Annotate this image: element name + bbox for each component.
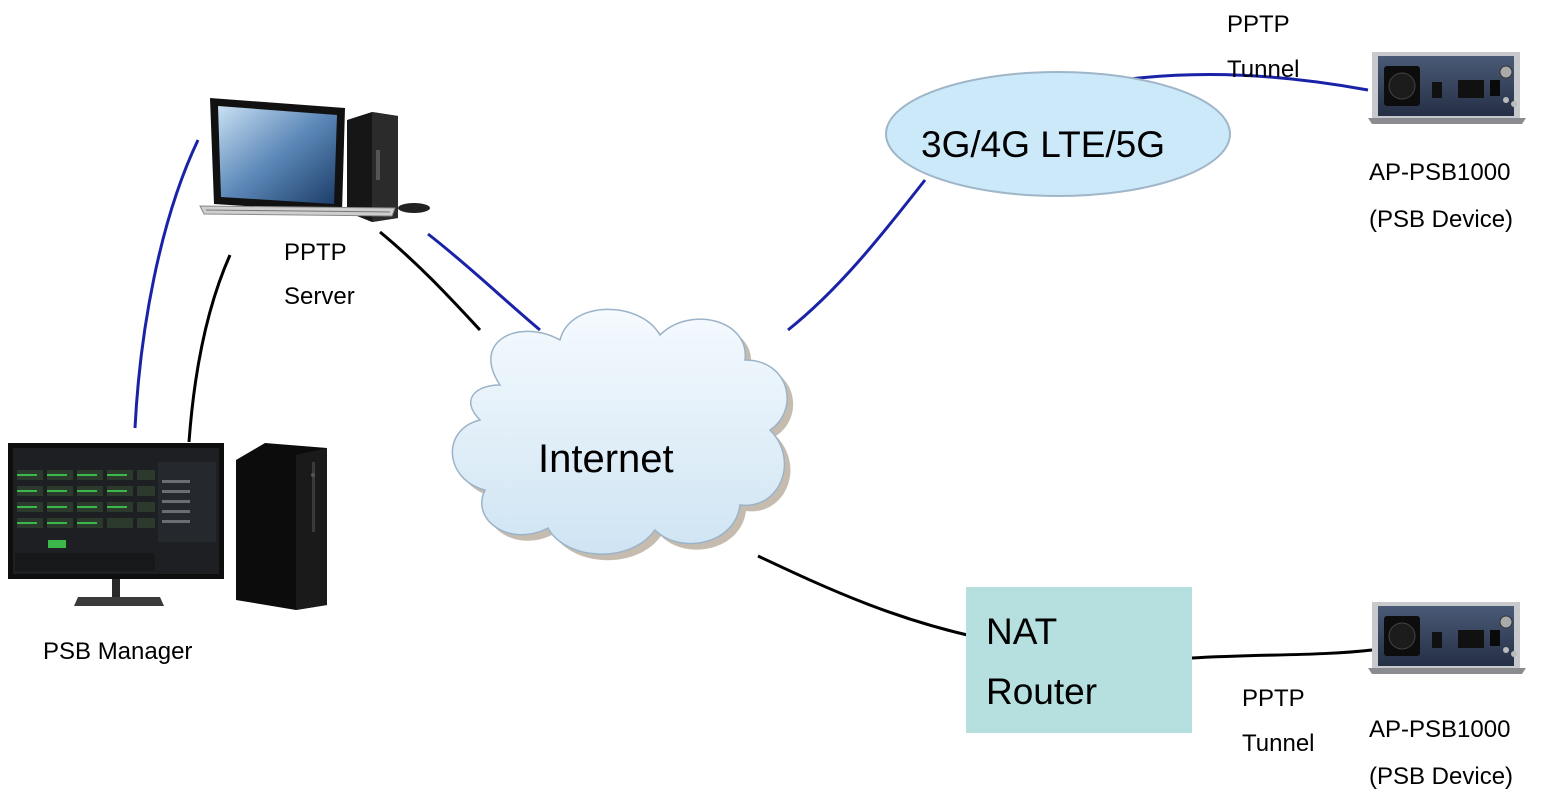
tunnel-line-internet-cellular — [787, 179, 927, 332]
cellular-network-ellipse — [885, 71, 1231, 197]
psb-power-switch-box-icon-top — [1368, 52, 1526, 124]
monitor-tower-icon — [8, 443, 327, 610]
tunnel-bottom-label-line1: PPTP — [1242, 685, 1305, 712]
desktop-computer-icon — [199, 98, 430, 222]
device-bottom-label-line2: (PSB Device) — [1369, 763, 1514, 790]
tunnel-line-cellular-device — [1121, 73, 1369, 92]
internet-cloud-icon — [451, 308, 794, 561]
cellular-label: 3G/4G LTE/5G — [921, 124, 1166, 165]
link-line-manager-server — [187, 254, 232, 443]
link-line-router-device — [1191, 648, 1373, 660]
psb-power-switch-box-icon-bottom — [1368, 602, 1526, 674]
nat-router-box — [966, 587, 1192, 733]
internet-label: Internet — [538, 437, 674, 481]
tunnel-top-label-line1: PPTP — [1227, 11, 1290, 38]
nat-router-label-line2: Router — [986, 671, 1098, 712]
device-bottom-label-line1: AP-PSB1000 — [1369, 716, 1511, 743]
tunnel-bottom-label-line2: Tunnel — [1242, 730, 1315, 757]
tunnel-top-label-line2: Tunnel — [1227, 56, 1300, 83]
device-top-label-line1: AP-PSB1000 — [1369, 159, 1511, 186]
pptp-server-label-line2: Server — [284, 283, 355, 310]
psb-manager-label: PSB Manager — [43, 638, 193, 665]
link-line-server-internet — [379, 230, 482, 332]
nat-router-label-line1: NAT — [986, 611, 1058, 652]
connections — [133, 73, 1373, 660]
tunnel-line-manager-server — [133, 139, 200, 429]
link-line-internet-router — [757, 554, 991, 642]
device-top-label-line2: (PSB Device) — [1369, 206, 1514, 233]
tunnel-line-server-internet — [427, 232, 541, 332]
pptp-server-label-line1: PPTP — [284, 239, 347, 266]
